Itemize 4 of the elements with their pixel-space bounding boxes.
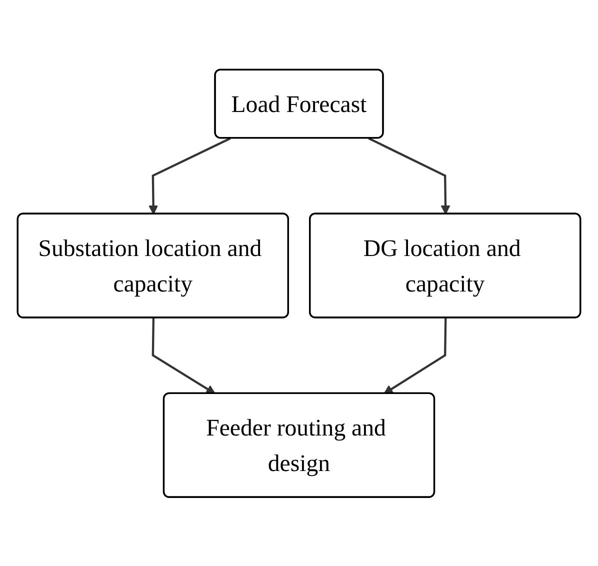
arrow [152, 318, 216, 394]
arrow [368, 137, 450, 214]
arrow [148, 137, 231, 214]
arrow [384, 318, 447, 394]
